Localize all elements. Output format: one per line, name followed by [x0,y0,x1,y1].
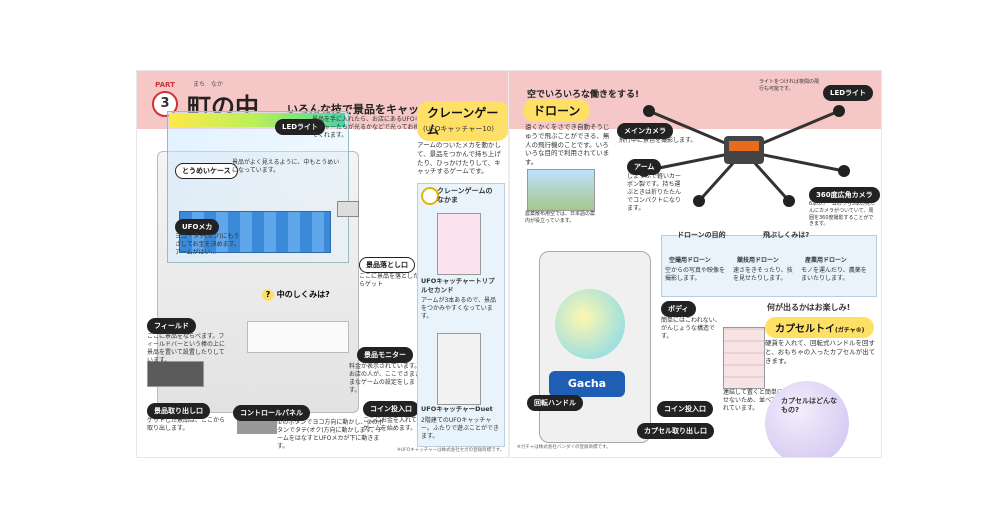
purpose-3: 産業用ドローン [805,257,847,264]
capsule-lead: 何が出るかはお楽しみ! [767,303,851,312]
desc-body: 簡単にはこわれない、がんじょうな構造です。 [661,317,721,341]
desc-exit: ゲットした景品は、ここから取り出します。 [147,417,226,433]
gutter [508,71,510,457]
left-page: PART 3 まち なか 町の中 いろんな技で景品をキャッチ! LEDライト 景… [137,71,509,457]
capsule-desc: 硬貨を入れて、回転式ハンドルを回すと、おもちゃの入ったカプセルが出てきます。 [765,339,876,365]
desc-360-camera: 6本のアームのうち3本の先たんにカメラがついていて、周囲を360度撮影することが… [809,201,875,228]
label-monitor: 景品モニター [357,347,413,363]
purpose-2-desc: 速さをきそったり、技を見せたりします。 [733,267,793,283]
friends-item1-desc: アームが3本あるので、景品をつかみやすくなっています。 [421,297,497,321]
desc-ufo: ヨコ・タテ(オク)にもうさしてお宝を決めます。アームがはい... [175,233,241,257]
triple-second-photo [437,213,481,275]
label-ufo: UFOメカ [175,219,220,235]
capsule-question: カプセルはどんなもの? [781,397,837,415]
right-footnote: ※ガチャは株式会社バンダイの登録商標です。 [517,445,611,450]
right-lead: 空でいろいろな働きをする! [527,90,640,100]
friends-title: クレーンゲームのなかま [437,187,493,205]
left-footnote: ※UFOキャッチャーは株式会社セガの登録商標です。 [397,448,505,453]
label-case: とうめいケース [175,163,238,179]
capsule-title-text: カプセルトイ [775,324,835,335]
desc-arm: じょうぶで軽いカーボン製です。持ち運ぶときは折りたたんでコンパクトになります。 [627,173,682,213]
gacha-logo: Gacha [549,371,625,397]
desc-panel: ①のボタンでヨコ方向に動かし、②のボタンでタテ(オク)方向に動かします。アームを… [277,419,384,451]
question-icon: ? [262,289,274,301]
label-coin-gacha: コイン投入口 [657,401,713,417]
field-photo [147,361,204,387]
how-it-works: ? 中のしくみは? [262,289,330,301]
purpose-1: 空撮用ドローン [669,257,711,264]
label-arm: アーム [627,159,662,175]
label-chute: 景品落とし口 [359,257,415,273]
section-desc-drone: 遠くかくをさでき自動そうじゅうで飛ぶことができる、無人の飛行機のことです。いろい… [525,123,610,167]
control-panel [247,321,349,353]
label-360-camera: 360度広角カメラ [809,187,880,203]
label-led-drone: LEDライト [823,85,874,101]
friends-item1: UFOキャッチャートリプルセカンド [421,277,495,294]
agri-drone-photo [527,169,595,211]
label-panel: コントロールパネル [233,405,310,421]
purpose-box [661,235,877,297]
ufo-claw [337,201,359,217]
label-exit: 景品取り出し口 [147,403,210,419]
friends-item2-desc: 2階建てのUFOキャッチャー。ふたりで遊ぶことができます。 [421,417,499,441]
how-label: 中のしくみは? [276,290,330,299]
section-title-drone: ドローン [523,99,591,122]
section-title-crane: クレーンゲーム [417,101,509,141]
desc-coin: ここにお金を入れて、ゲームを始めます。 [363,417,423,433]
section-desc-crane: アームのついたメカを動かして、景品をつかんで持ち上げたり、ひっかけたりして、キャ… [417,141,501,176]
label-handle: 回転ハンドル [527,395,583,411]
capsule-row-photo [723,327,765,389]
purpose-2: 競技用ドローン [737,257,779,264]
purpose-3-desc: モノを運んだり、農薬をまいたりします。 [801,267,867,283]
label-main-camera: メインカメラ [617,123,673,139]
label-led: LEDライト [275,119,326,135]
label-coin: コイン投入口 [363,401,419,417]
right-page: 空でいろいろな働きをする! ドローン 遠くかくをさでき自動そうじゅうで飛ぶことが… [509,71,881,457]
part-label: PART [155,81,175,89]
label-field: フィールド [147,318,196,334]
capsule-row-desc: 連結して置くと簡単に動かせないため、並べて設置されています。 [723,389,795,413]
capsule-title: カプセルトイ(ガチャ®) [765,317,875,338]
desc-main-camera: 飛行中に景色を撮影します。 [619,137,697,144]
desc-case: 景品がよく見えるように、中もとうめいになっています。 [232,159,340,175]
purpose-title: ドローンの目的 [677,231,726,239]
capsule-title-sub: (ガチャ®) [835,327,865,334]
label-capsule-exit: カプセル取り出し口 [637,423,714,439]
purpose-1-desc: 空からの写真や映像を撮影します。 [665,267,726,283]
desc-monitor: 料金が表示されています。お店の人が、ここでさまざまなゲームの設定をします。 [349,363,421,395]
capsule-window [555,289,625,359]
photo-caption: 農薬散布用空では、日本語の案内が役立っています。 [525,211,596,224]
duet-photo [437,333,481,405]
capsule-question-ball [765,381,849,457]
desc-field: ここに景品をならべます。フィールドバーという棒の上に景品を置いて設置したりしてい… [147,333,226,365]
chapter-ruby: まち なか [193,81,224,88]
book-spread: PART 3 まち なか 町の中 いろんな技で景品をキャッチ! LEDライト 景… [137,71,881,457]
section-sub-crane: (UFOキャッチャー10) [423,125,494,133]
desc-led: 景品を手に入れたら、お店にあるUFOキャッチャーたちが光るかなどで光ってお祝いし… [312,116,432,140]
why-title: 飛ぶしくみは? [763,231,810,239]
label-body: ボディ [661,301,696,317]
magnifier-icon [421,187,439,205]
friends-item2: UFOキャッチャーDuet [421,405,493,413]
desc-chute: ここに景品を落としたらゲット [359,273,420,289]
desc-led-drone: ライトをつければ夜間の飛行も可能です。 [759,79,820,92]
